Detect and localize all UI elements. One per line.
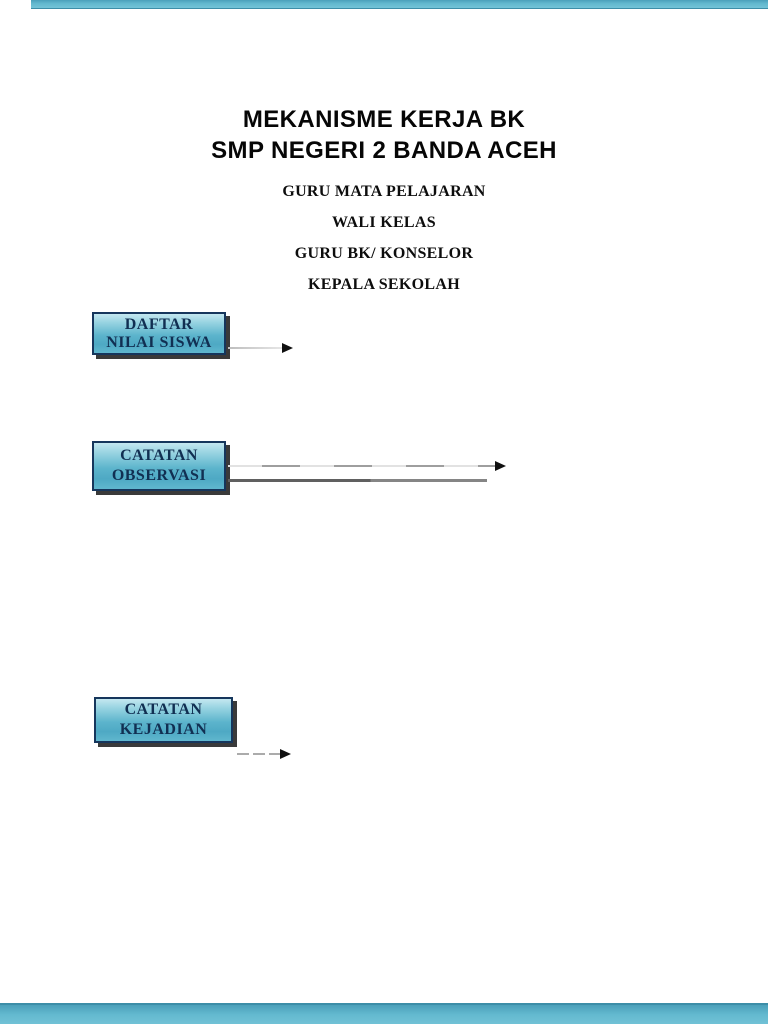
flow-box-label-line: NILAI SISWA xyxy=(106,333,212,351)
flow-box-catatan-observasi: CATATAN OBSERVASI xyxy=(92,441,226,491)
connector-line-dashed xyxy=(237,753,281,755)
flow-box-label-line: DAFTAR xyxy=(124,315,194,333)
flow-box-label-line: OBSERVASI xyxy=(111,467,207,484)
page-title: MEKANISME KERJA BK SMP NEGERI 2 BANDA AC… xyxy=(0,104,768,166)
role-label-guru-mata-pelajaran: GURU MATA PELAJARAN xyxy=(282,183,486,200)
adjacent-page-edge-top xyxy=(31,0,768,9)
role-heading-list: GURU MATA PELAJARAN WALI KELAS GURU BK/ … xyxy=(0,184,768,308)
connector-line xyxy=(228,479,487,482)
connector-line xyxy=(228,465,496,467)
flow-box-label-line: CATATAN xyxy=(120,447,198,464)
role-label-wali-kelas: WALI KELAS xyxy=(332,214,436,231)
flow-box-label-line: KEJADIAN xyxy=(119,721,208,738)
arrow-right-icon xyxy=(282,343,293,353)
role-label-kepala-sekolah: KEPALA SEKOLAH xyxy=(308,276,460,293)
connector-line xyxy=(228,347,282,349)
role-label-guru-bk-konselor: GURU BK/ KONSELOR xyxy=(294,245,474,262)
flow-box-catatan-kejadian: CATATAN KEJADIAN xyxy=(94,697,233,743)
title-line-1: MEKANISME KERJA BK xyxy=(242,106,526,133)
flow-box-label-line: CATATAN xyxy=(124,701,203,718)
arrow-right-icon xyxy=(280,749,291,759)
flow-box-daftar-nilai-siswa: DAFTAR NILAI SISWA xyxy=(92,312,226,355)
title-line-2: SMP NEGERI 2 BANDA ACEH xyxy=(211,137,557,164)
arrow-right-icon xyxy=(495,461,506,471)
adjacent-page-edge-bottom xyxy=(0,1003,768,1024)
